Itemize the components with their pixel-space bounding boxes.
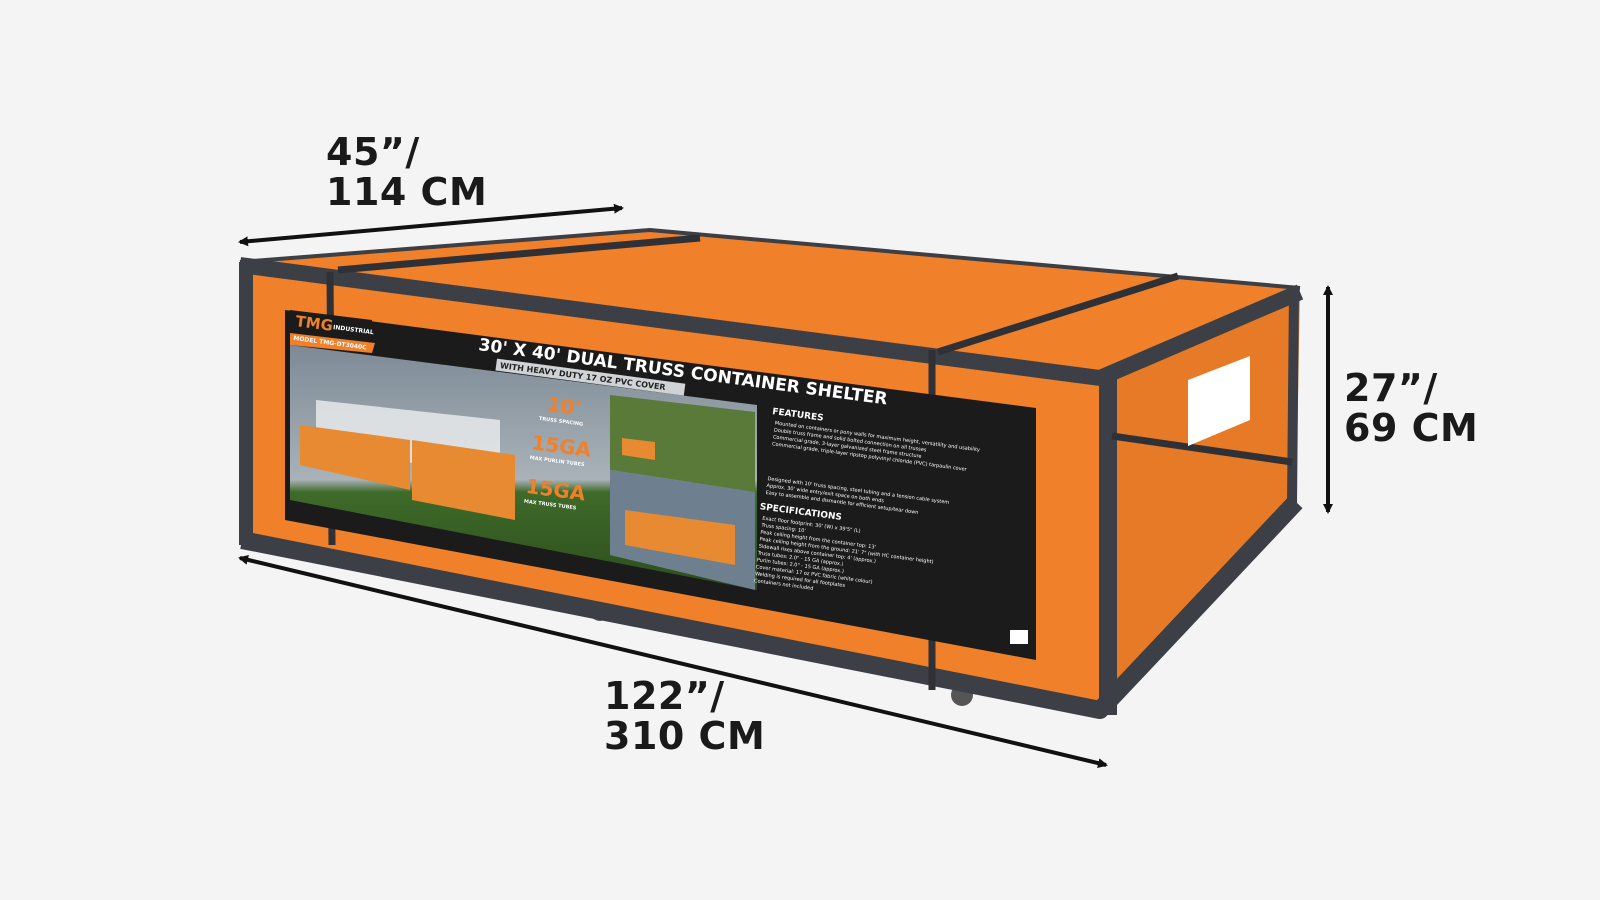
height-cm: 69 CM: [1344, 406, 1479, 450]
width-dimension-label: 45”/ 114 CM: [326, 132, 487, 212]
brand-logo: TMG: [294, 312, 334, 335]
height-dimension-label: 27”/ 69 CM: [1344, 368, 1478, 448]
stat-truss-spacing-value: 10': [545, 392, 582, 420]
length-cm: 310 CM: [604, 714, 766, 758]
width-arrow: [238, 203, 624, 247]
width-cm: 114 CM: [326, 170, 488, 214]
stat-truss-spacing-label: TRUSS SPACING: [538, 416, 583, 428]
length-inches: 122”/: [604, 674, 725, 718]
barcode: [1010, 630, 1028, 644]
length-arrow: [238, 554, 1108, 769]
width-inches: 45”/: [326, 130, 420, 174]
side-label: [1188, 356, 1250, 446]
spec-item: Truss spacing: 10': [760, 522, 806, 534]
height-inches: 27”/: [1344, 366, 1438, 410]
length-dimension-label: 122”/ 310 CM: [604, 676, 765, 756]
